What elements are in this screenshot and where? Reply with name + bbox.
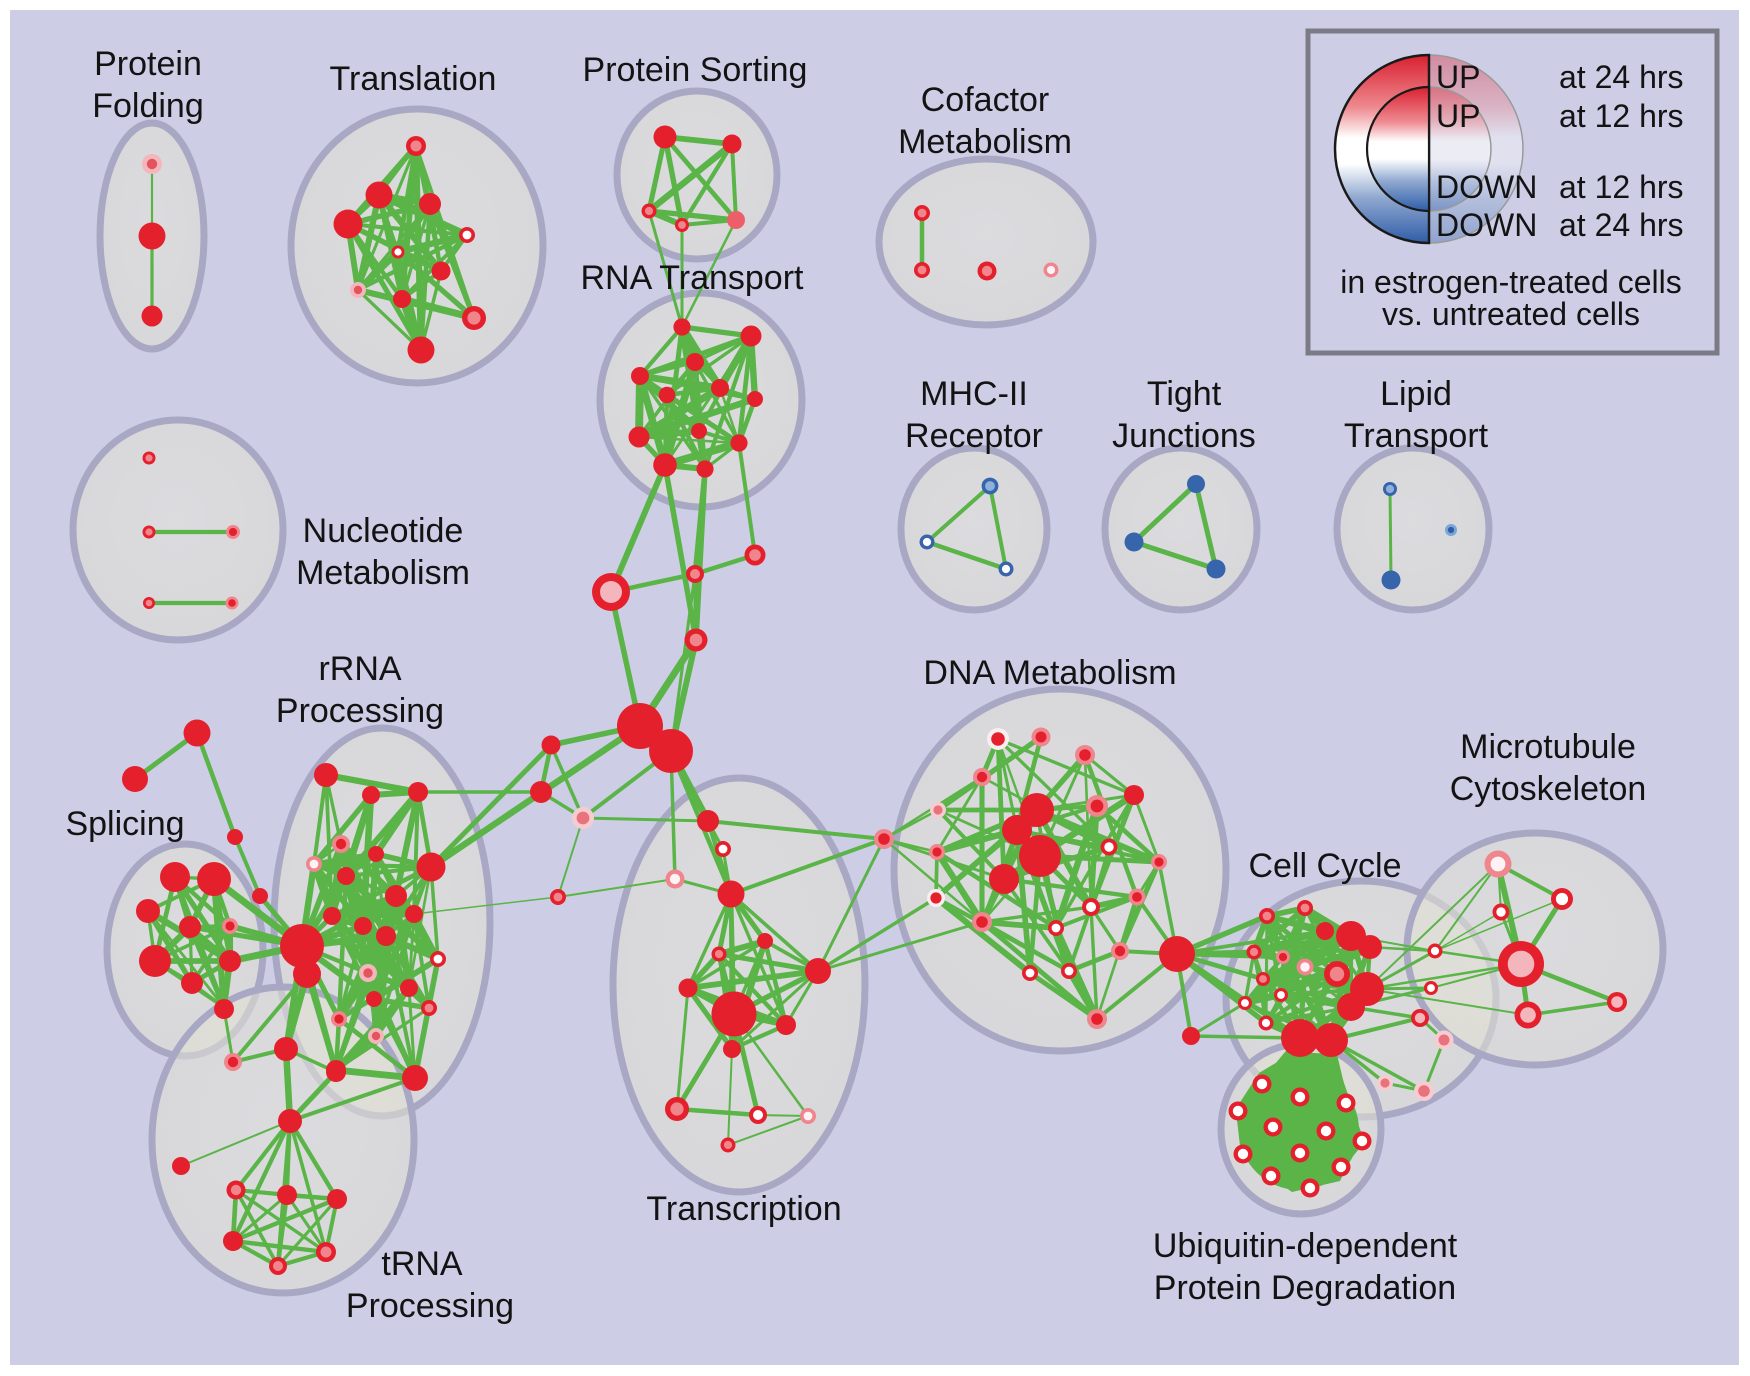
svg-text:Protein Degradation: Protein Degradation: [1154, 1269, 1456, 1307]
svg-text:at 12 hrs: at 12 hrs: [1559, 169, 1684, 205]
svg-text:vs. untreated cells: vs. untreated cells: [1382, 296, 1640, 332]
svg-text:Translation: Translation: [330, 60, 497, 98]
svg-text:Lipid: Lipid: [1380, 375, 1452, 413]
svg-text:Protein: Protein: [94, 45, 202, 83]
svg-text:Processing: Processing: [346, 1287, 514, 1325]
svg-text:MHC-II: MHC-II: [920, 375, 1028, 413]
svg-text:Processing: Processing: [276, 692, 444, 730]
svg-text:Splicing: Splicing: [65, 805, 184, 843]
svg-text:Cell Cycle: Cell Cycle: [1248, 847, 1401, 885]
svg-text:Folding: Folding: [92, 87, 204, 125]
svg-text:at 12 hrs: at 12 hrs: [1559, 98, 1684, 134]
svg-text:Nucleotide: Nucleotide: [303, 512, 464, 550]
svg-text:tRNA: tRNA: [381, 1245, 463, 1283]
svg-text:rRNA: rRNA: [318, 650, 401, 688]
svg-text:Microtubule: Microtubule: [1460, 728, 1636, 766]
svg-text:Tight: Tight: [1147, 375, 1222, 413]
svg-text:Transcription: Transcription: [646, 1190, 841, 1228]
svg-text:Protein Sorting: Protein Sorting: [583, 51, 808, 89]
svg-text:RNA Transport: RNA Transport: [581, 259, 805, 297]
svg-text:in estrogen-treated cells: in estrogen-treated cells: [1340, 264, 1682, 300]
svg-text:UP: UP: [1436, 59, 1480, 95]
svg-text:at 24 hrs: at 24 hrs: [1559, 59, 1684, 95]
svg-text:DOWN: DOWN: [1436, 169, 1537, 205]
svg-text:Transport: Transport: [1344, 417, 1489, 455]
svg-text:Metabolism: Metabolism: [898, 123, 1072, 161]
svg-text:Metabolism: Metabolism: [296, 554, 470, 592]
svg-text:Junctions: Junctions: [1112, 417, 1256, 455]
svg-text:at 24 hrs: at 24 hrs: [1559, 207, 1684, 243]
svg-text:Receptor: Receptor: [905, 417, 1043, 455]
svg-text:Ubiquitin-dependent: Ubiquitin-dependent: [1153, 1227, 1458, 1265]
svg-text:Cofactor: Cofactor: [921, 81, 1050, 119]
svg-text:Cytoskeleton: Cytoskeleton: [1450, 770, 1647, 808]
svg-text:UP: UP: [1436, 98, 1480, 134]
svg-text:DNA Metabolism: DNA Metabolism: [923, 654, 1176, 692]
svg-text:DOWN: DOWN: [1436, 207, 1537, 243]
